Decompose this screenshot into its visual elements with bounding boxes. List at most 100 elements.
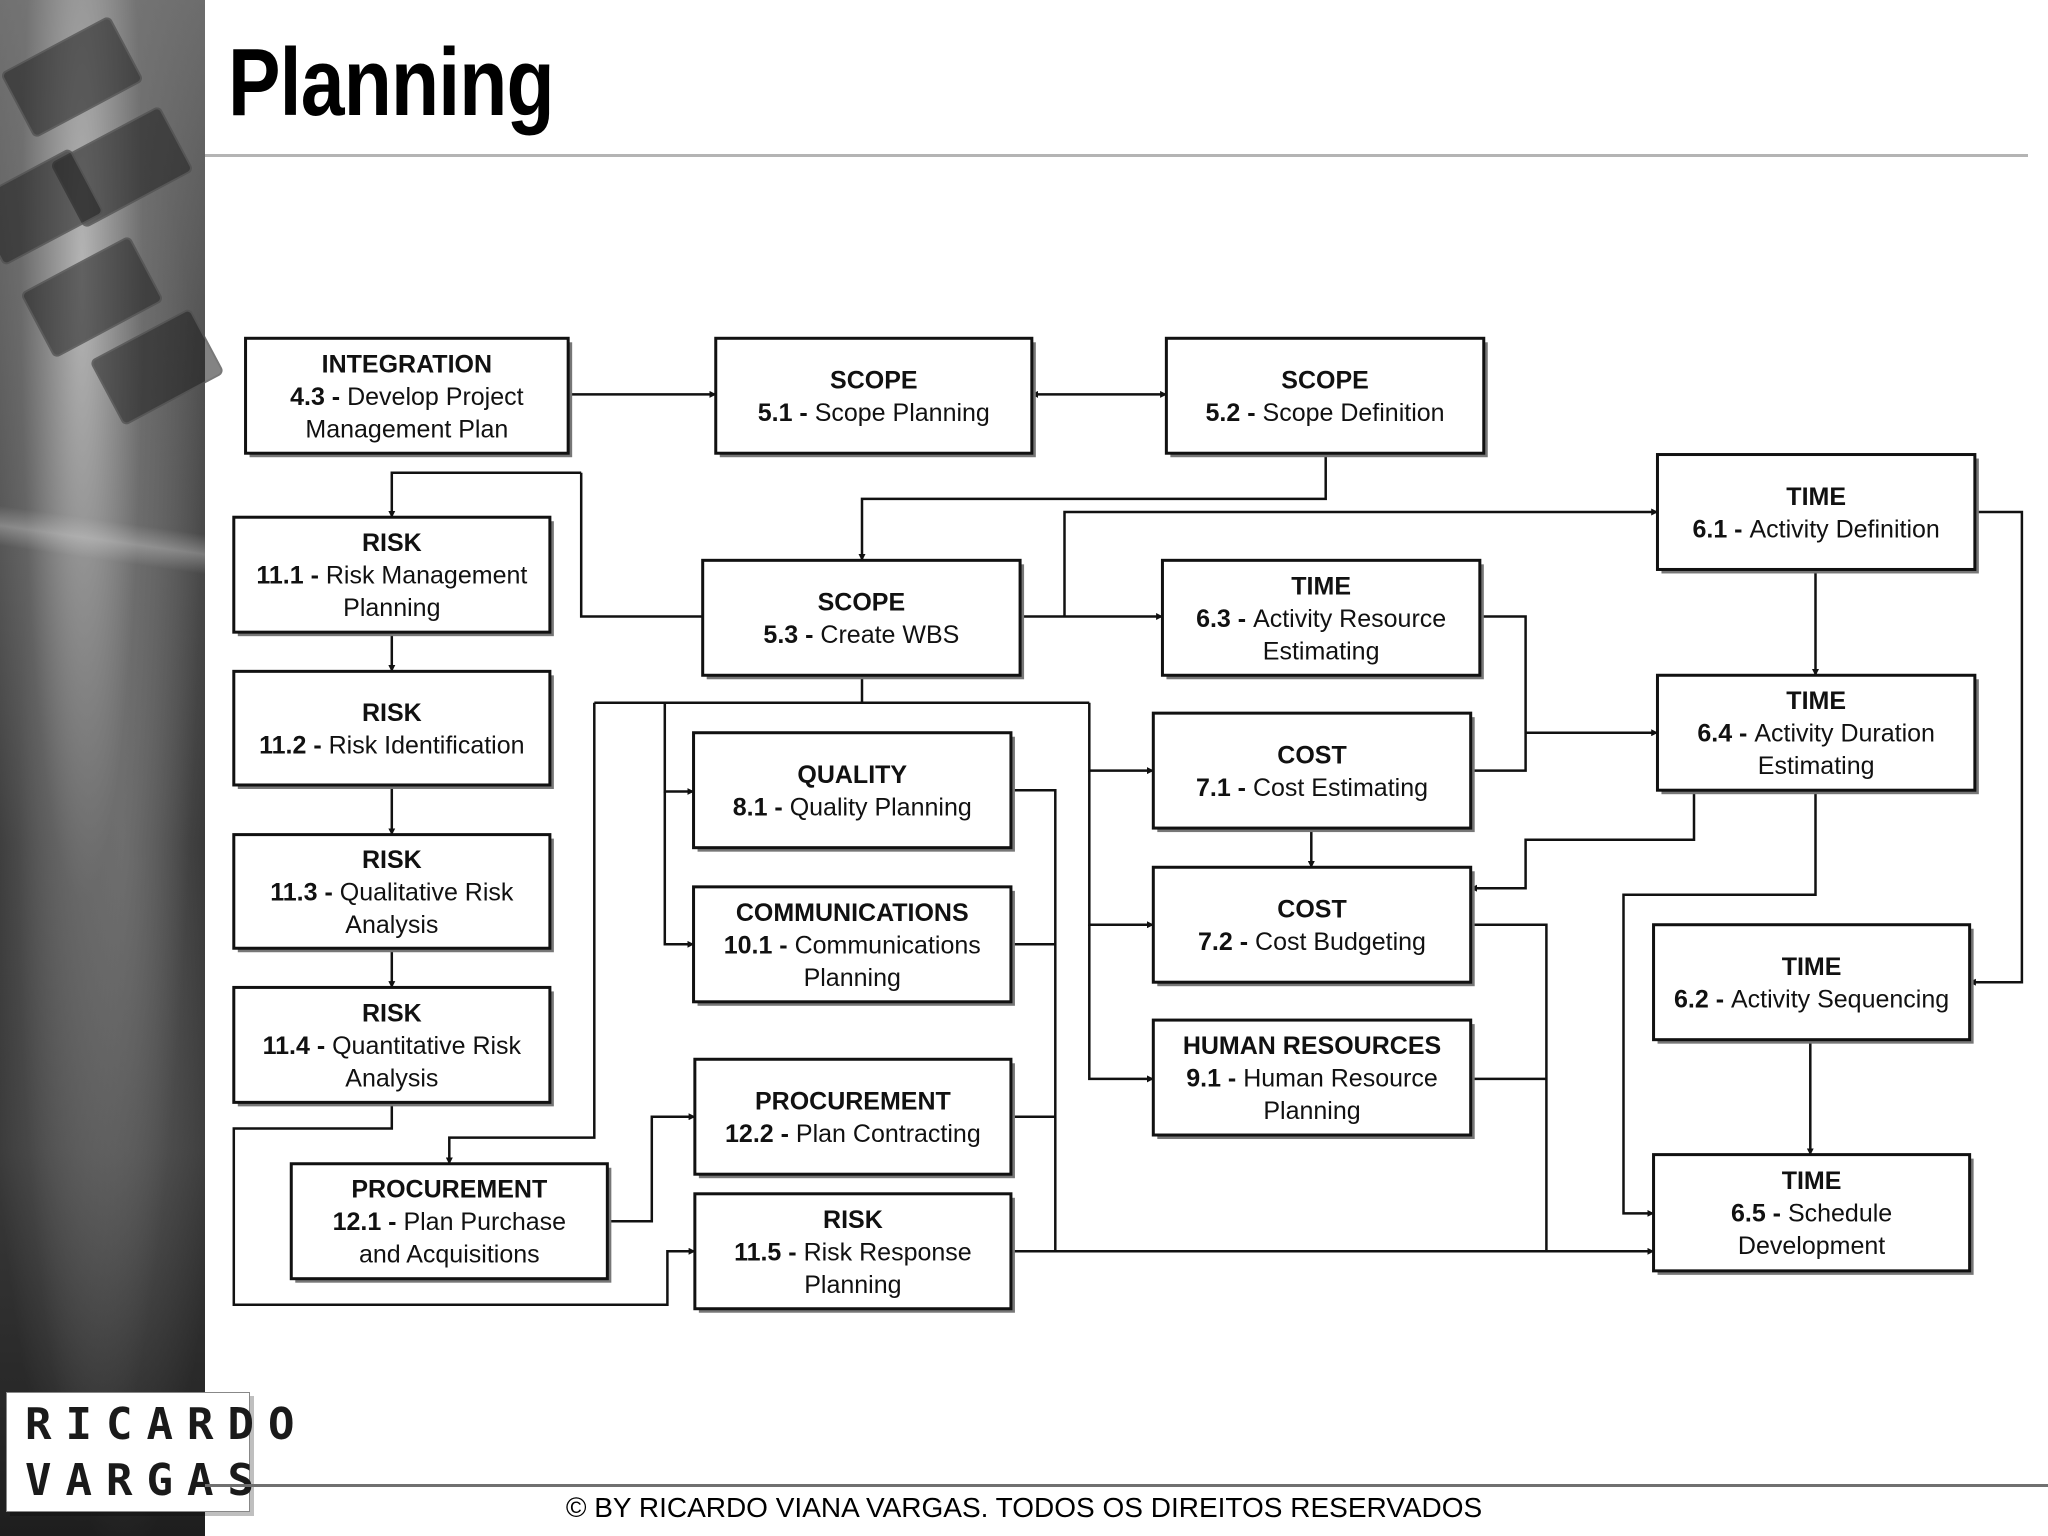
process-label: Plan Purchase	[403, 1208, 566, 1236]
box-frame	[692, 731, 1013, 850]
process-name: 4.3 - Develop Project	[290, 383, 524, 411]
process-number: 12.2 -	[725, 1120, 796, 1148]
connector-arrow	[1088, 770, 1155, 929]
process-category: RISK	[362, 999, 422, 1027]
process-number: 11.1 -	[256, 562, 326, 590]
process-label: Management Plan	[305, 415, 508, 443]
box-frame	[1655, 453, 1977, 571]
process-category: PROCUREMENT	[351, 1176, 547, 1204]
connector-arrow	[232, 1102, 696, 1307]
process-label: Planning	[804, 1271, 901, 1299]
process-name: 10.1 - Communications	[724, 931, 981, 959]
box-frame	[701, 558, 1022, 677]
process-number: 5.1 -	[758, 399, 815, 427]
connector-arrow	[388, 471, 582, 518]
connector-arrow	[663, 791, 695, 948]
process-name-continued: Planning	[343, 594, 440, 622]
connector-arrow	[858, 453, 1327, 561]
process-name: 6.3 - Activity Resource	[1196, 605, 1446, 633]
process-number: 9.1 -	[1186, 1065, 1243, 1093]
process-category: TIME	[1782, 953, 1842, 981]
process-category: TIME	[1291, 572, 1351, 600]
process-label: Development	[1738, 1232, 1885, 1260]
process-label: Analysis	[345, 911, 438, 939]
process-number: 8.1 -	[733, 793, 790, 821]
process-category: RISK	[362, 846, 422, 874]
process-name-continued: Planning	[804, 1271, 901, 1299]
process-category: HUMAN RESOURCES	[1183, 1032, 1441, 1060]
process-category: COST	[1277, 741, 1346, 769]
process-number: 6.1 -	[1692, 515, 1749, 543]
process-name: 7.1 - Cost Estimating	[1196, 774, 1428, 802]
process-category: RISK	[823, 1206, 883, 1234]
process-label: Scope Planning	[815, 399, 990, 427]
process-box-6-1: TIME 6.1 - Activity Definition	[1655, 453, 1979, 574]
process-name: 12.2 - Plan Contracting	[725, 1120, 981, 1148]
process-name: 11.4 - Quantitative Risk	[263, 1032, 522, 1060]
box-frame	[693, 1192, 1013, 1311]
process-label: Create WBS	[820, 621, 959, 649]
process-name: 5.1 - Scope Planning	[758, 399, 990, 427]
process-label: and Acquisitions	[359, 1241, 540, 1269]
process-name-continued: Estimating	[1263, 637, 1380, 665]
process-name: 8.1 - Quality Planning	[733, 793, 972, 821]
connector-arrow	[1088, 702, 1155, 775]
process-label: Cost Estimating	[1253, 774, 1428, 802]
connector-arrow	[445, 702, 596, 1165]
process-label: Risk Management	[326, 562, 528, 590]
process-number: 12.1 -	[333, 1208, 404, 1236]
process-category: COST	[1277, 895, 1346, 923]
process-label: Estimating	[1263, 637, 1380, 665]
connector-arrow	[1088, 924, 1155, 1083]
process-label: Activity Duration	[1754, 720, 1935, 748]
process-name-continued: Planning	[1263, 1097, 1360, 1125]
process-number: 11.2 -	[259, 731, 329, 759]
process-label: Analysis	[345, 1064, 438, 1092]
process-number: 10.1 -	[724, 931, 795, 959]
connector-arrow	[663, 702, 695, 795]
process-category: COMMUNICATIONS	[736, 899, 969, 927]
process-label: Quantitative Risk	[332, 1032, 521, 1060]
connector-arrow	[1622, 790, 1817, 1217]
box-frame	[1151, 711, 1473, 830]
process-number: 7.1 -	[1196, 774, 1253, 802]
process-number: 11.3 -	[270, 878, 340, 906]
process-number: 6.2 -	[1674, 985, 1731, 1013]
process-label: Plan Contracting	[796, 1120, 981, 1148]
page-title: Planning	[228, 29, 555, 136]
process-number: 11.4 -	[263, 1032, 333, 1060]
box-frame	[232, 669, 552, 787]
process-name: 7.2 - Cost Budgeting	[1198, 928, 1426, 956]
process-category: TIME	[1786, 483, 1846, 511]
box-frame	[232, 515, 552, 634]
process-label: Human Resource	[1243, 1065, 1438, 1093]
process-label: Activity Sequencing	[1731, 985, 1949, 1013]
process-label: Planning	[1263, 1097, 1360, 1125]
copyright-text: © BY RICARDO VIANA VARGAS. TODOS OS DIRE…	[565, 1492, 1483, 1523]
connector-arrow	[579, 472, 703, 618]
process-name-continued: Planning	[804, 964, 901, 992]
process-label: Schedule	[1788, 1200, 1892, 1228]
process-name: 9.1 - Human Resource	[1186, 1065, 1438, 1093]
connector-arrow	[1470, 923, 1548, 1252]
process-label: Activity Resource	[1253, 605, 1446, 633]
process-label: Communications	[795, 931, 981, 959]
diagram-edges	[232, 390, 2024, 1307]
process-name: 5.3 - Create WBS	[763, 621, 959, 649]
process-name: 12.1 - Plan Purchase	[333, 1208, 566, 1236]
process-number: 5.2 -	[1206, 399, 1263, 427]
connector-arrow	[1063, 508, 1659, 617]
process-name: 6.1 - Activity Definition	[1692, 515, 1939, 543]
process-name-continued: Estimating	[1758, 752, 1875, 780]
box-frame	[692, 885, 1013, 1004]
process-label: Quality Planning	[790, 793, 972, 821]
